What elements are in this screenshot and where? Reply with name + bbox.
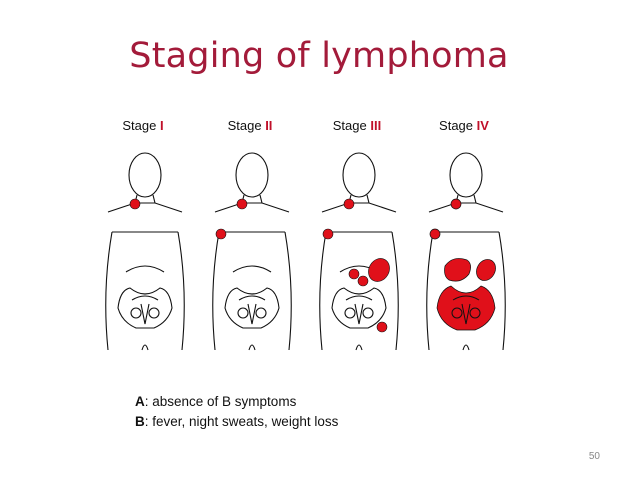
lymph-node-lesion (450, 198, 462, 210)
lymph-node-lesion (215, 228, 227, 240)
legend-item-a: A: absence of B symptoms (135, 394, 297, 409)
lymph-node-lesion (357, 275, 369, 287)
lymph-node-lesion (322, 228, 334, 240)
legend: A: absence of B symptoms B: fever, night… (135, 392, 338, 432)
stage-4-body-diagram (426, 152, 506, 351)
stage-1-body-diagram (105, 152, 185, 351)
stage-label-3: Stage III (332, 118, 382, 133)
stage-label-4: Stage IV (439, 118, 489, 133)
spleen-lesion (476, 259, 496, 281)
liver-lesion (444, 258, 471, 282)
stage-label-1: Stage I (122, 118, 164, 133)
stage-3-body-diagram (319, 152, 399, 351)
stage-2-body-diagram (212, 152, 292, 351)
legend-item-b: B: fever, night sweats, weight loss (135, 414, 339, 429)
spleen-lesion (368, 258, 390, 282)
slide-title: Staging of lymphoma (129, 36, 509, 76)
pelvis-lesion (436, 285, 496, 331)
stage-label-2: Stage II (227, 118, 273, 133)
page-number: 50 (588, 451, 600, 462)
lymph-node-lesion (348, 268, 360, 280)
lymph-node-lesion (129, 198, 141, 210)
lymph-node-lesion (236, 198, 248, 210)
lymph-node-lesion (376, 321, 388, 333)
lymph-node-lesion (429, 228, 441, 240)
lymph-node-lesion (343, 198, 355, 210)
